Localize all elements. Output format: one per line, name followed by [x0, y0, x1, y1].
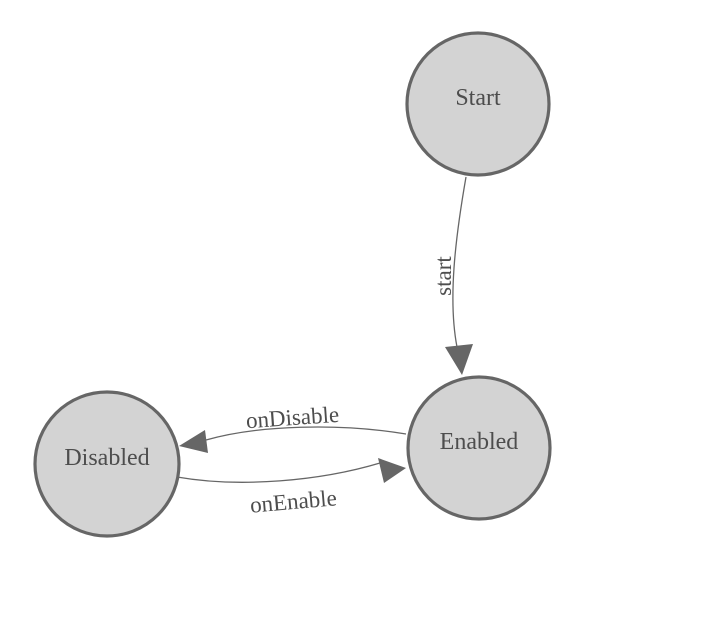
state-circle-enabled	[406, 375, 552, 521]
state-label-disabled: Disabled	[64, 445, 149, 471]
state-circle-disabled	[33, 390, 181, 538]
state-circle-start	[405, 31, 551, 177]
edge-ondisable	[205, 426, 407, 441]
state-node-enabled: Enabled	[406, 375, 552, 521]
arrowhead-start-to-enabled	[445, 344, 473, 375]
state-node-start: Start	[405, 31, 551, 177]
edge-start-to-enabled	[452, 176, 467, 348]
edge-onenable	[176, 462, 381, 483]
edge-label-start: start	[431, 256, 456, 296]
edge-label-ondisable: onDisable	[245, 402, 340, 433]
edge-label-onenable: onEnable	[249, 485, 338, 517]
arrowhead-onenable	[378, 458, 406, 483]
state-node-disabled: Disabled	[33, 390, 181, 538]
arrowhead-ondisable	[179, 430, 208, 453]
state-label-enabled: Enabled	[440, 429, 519, 455]
state-label-start: Start	[455, 85, 501, 111]
